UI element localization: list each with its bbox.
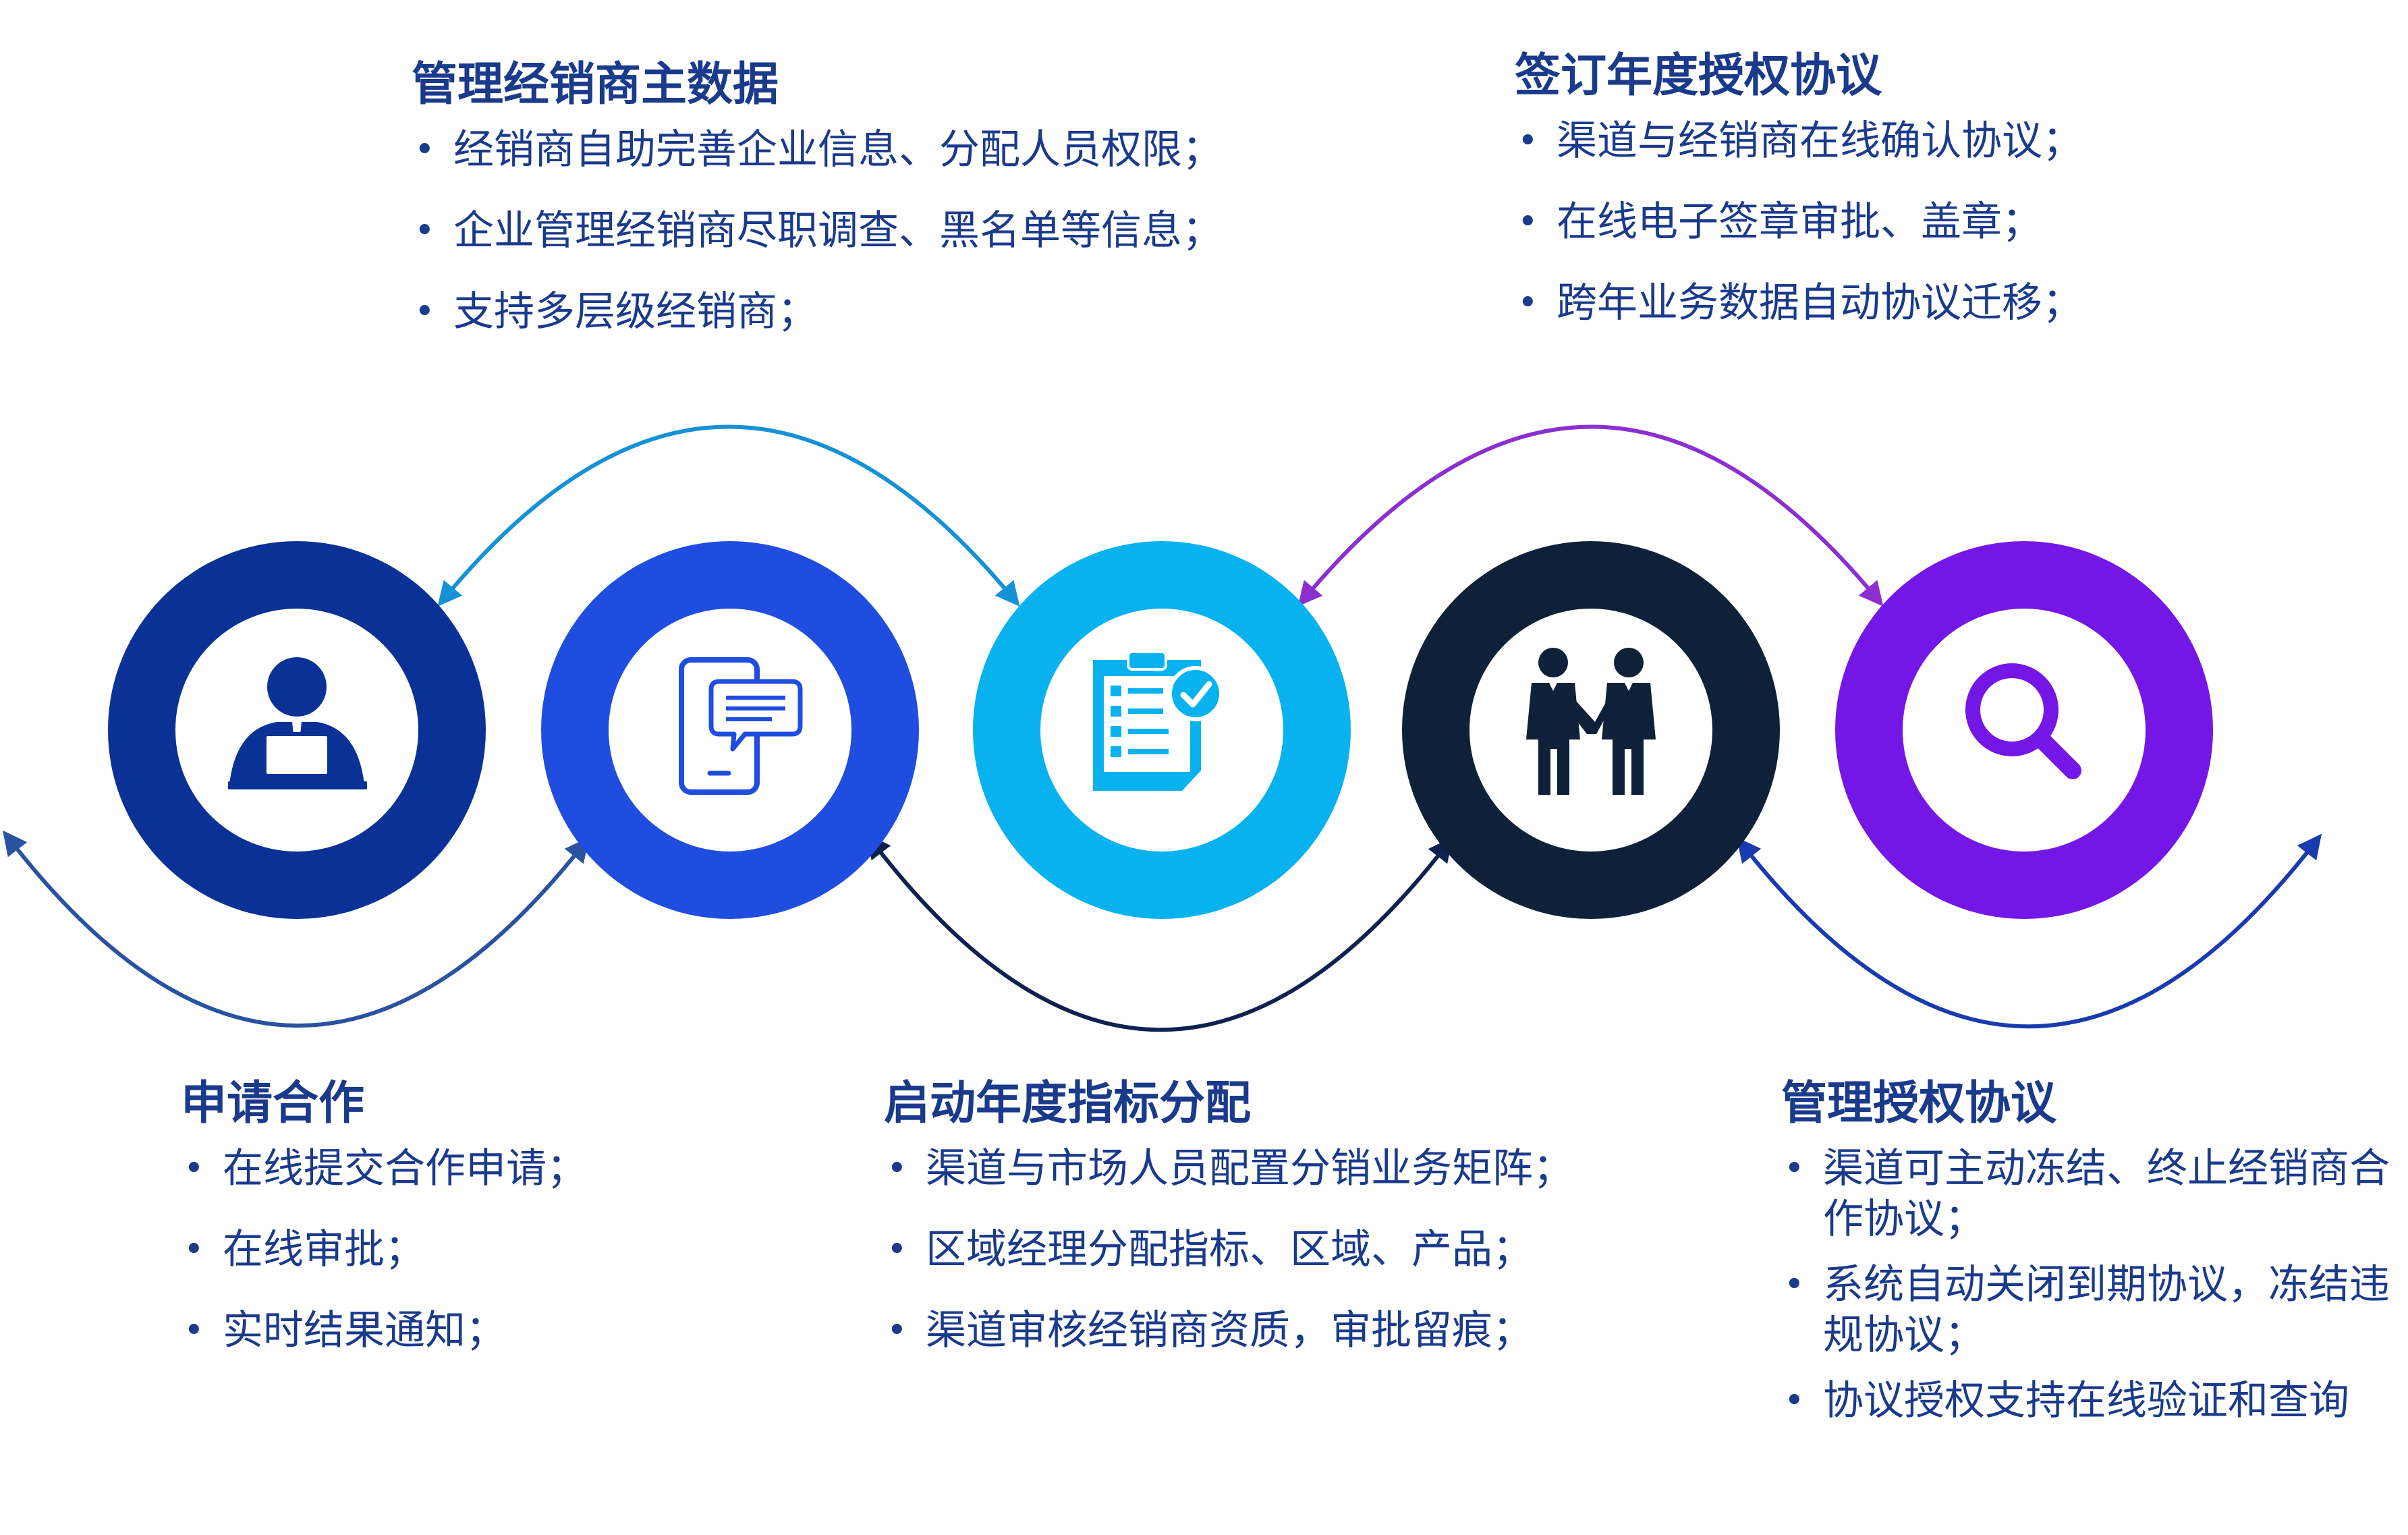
bullet-item: 跨年业务数据自动协议迁移；	[1515, 278, 2392, 329]
bullet-item: 在线电子签章审批、盖章；	[1515, 197, 2392, 248]
arrow-arc-bottom-2	[866, 833, 1453, 1032]
block-apply: 申请合作 在线提交合作申请； 在线审批； 实时结果通知；	[181, 1076, 856, 1387]
block-title: 签订年度授权协议	[1515, 49, 1882, 103]
bullet-item: 经销商自助完善企业信息、分配人员权限；	[412, 125, 1390, 175]
bullet-item: 在线提交合作申请；	[181, 1144, 856, 1194]
block-manage-agreement: 管理授权协议 渠道可主动冻结、终止经销商合作协议； 系统自动关闭到期协议，冻结违…	[1781, 1076, 2405, 1441]
arrow-arc-bottom-1	[2, 830, 590, 1028]
phone-chat-icon	[679, 657, 803, 795]
bullet-list: 渠道与经销商在线确认协议； 在线电子签章审批、盖章； 跨年业务数据自动协议迁移；	[1515, 116, 2392, 329]
step-circle-4	[1402, 541, 1780, 919]
block-title: 启动年度指标分配	[884, 1077, 1252, 1130]
bullet-item: 渠道与市场人员配置分销业务矩阵；	[884, 1144, 1727, 1194]
bullet-list: 渠道可主动冻结、终止经销商合作协议； 系统自动关闭到期协议，冻结违规协议； 协议…	[1781, 1144, 2405, 1426]
person-at-laptop-icon	[228, 657, 367, 789]
bullet-item: 区域经理分配指标、区域、产品；	[884, 1225, 1727, 1275]
bullet-item: 协议授权支持在线验证和查询	[1781, 1376, 2405, 1426]
block-targets: 启动年度指标分配 渠道与市场人员配置分销业务矩阵； 区域经理分配指标、区域、产品…	[884, 1076, 1727, 1387]
block-title: 管理经销商主数据	[412, 58, 779, 111]
bullet-item: 企业管理经销商尽职调查、黑名单等信息；	[412, 206, 1390, 256]
bullet-item: 渠道可主动冻结、终止经销商合作协议；	[1781, 1144, 2405, 1245]
block-sign-agreement: 签订年度授权协议 渠道与经销商在线确认协议； 在线电子签章审批、盖章； 跨年业务…	[1515, 49, 2392, 359]
bullet-list: 渠道与市场人员配置分销业务矩阵； 区域经理分配指标、区域、产品； 渠道审核经销商…	[884, 1144, 1727, 1356]
step-circle-1	[108, 541, 486, 919]
bullet-item: 渠道与经销商在线确认协议；	[1515, 116, 2392, 167]
clipboard-checklist-icon	[1093, 650, 1223, 791]
block-master-data: 管理经销商主数据 经销商自助完善企业信息、分配人员权限； 企业管理经销商尽职调查…	[412, 57, 1390, 368]
bullet-list: 在线提交合作申请； 在线审批； 实时结果通知；	[181, 1144, 856, 1356]
handshake-icon	[1526, 648, 1656, 795]
block-title: 申请合作	[181, 1077, 365, 1130]
arrow-arc-top-right	[1297, 424, 1884, 607]
bullet-list: 经销商自助完善企业信息、分配人员权限； 企业管理经销商尽职调查、黑名单等信息； …	[412, 125, 1390, 337]
arrow-arc-top-left	[437, 424, 1020, 607]
magnifier-icon	[1965, 663, 2081, 779]
step-circle-2	[541, 541, 919, 919]
step-circle-5	[1835, 541, 2213, 919]
bullet-item: 在线审批；	[181, 1225, 856, 1275]
step-circle-3	[973, 541, 1351, 919]
bullet-item: 实时结果通知；	[181, 1306, 856, 1356]
bullet-item: 支持多层级经销商；	[412, 287, 1390, 337]
bullet-item: 渠道审核经销商资质，审批留痕；	[884, 1306, 1727, 1356]
bullet-item: 系统自动关闭到期协议，冻结违规协议；	[1781, 1260, 2405, 1361]
block-title: 管理授权协议	[1781, 1077, 2057, 1130]
arrow-arc-bottom-3	[1736, 833, 2322, 1029]
